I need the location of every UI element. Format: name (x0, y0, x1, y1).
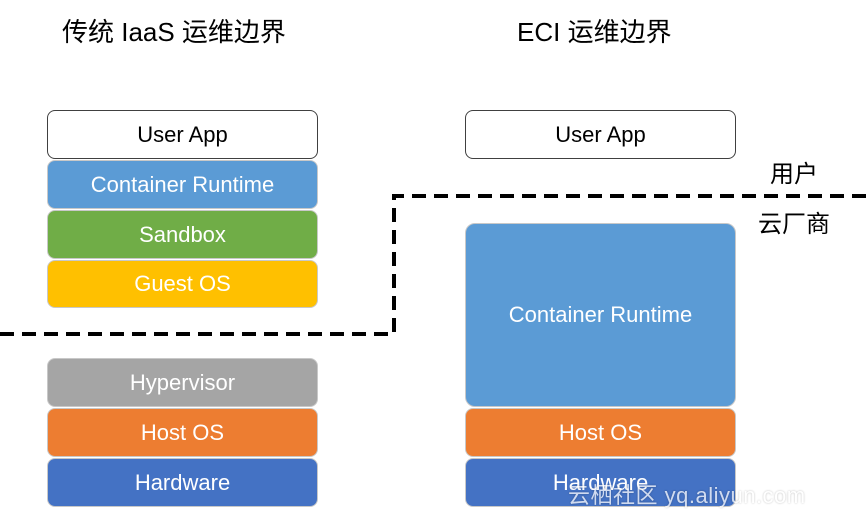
right-layer-container-runtime: Container Runtime (465, 223, 736, 407)
left-layer-host-os: Host OS (47, 408, 318, 457)
left-layer-sandbox: Sandbox (47, 210, 318, 259)
left-layer-guest-os: Guest OS (47, 260, 318, 308)
right-layer-hardware: Hardware (465, 458, 736, 507)
boundary-dashed-line (0, 194, 868, 336)
vendor-side-label: 云厂商 (758, 211, 830, 238)
right-column-title: ECI 运维边界 (517, 17, 672, 47)
right-layer-host-os: Host OS (465, 408, 736, 457)
left-layer-user-app: User App (47, 110, 318, 159)
right-layer-user-app: User App (465, 110, 736, 159)
left-layer-container-runtime: Container Runtime (47, 160, 318, 209)
left-column-title: 传统 IaaS 运维边界 (62, 17, 286, 47)
watermark: 云栖社区 yq.aliyun.com (568, 483, 806, 508)
user-side-label: 用户 (770, 161, 818, 188)
left-layer-hardware: Hardware (47, 458, 318, 507)
left-layer-hypervisor: Hypervisor (47, 358, 318, 407)
